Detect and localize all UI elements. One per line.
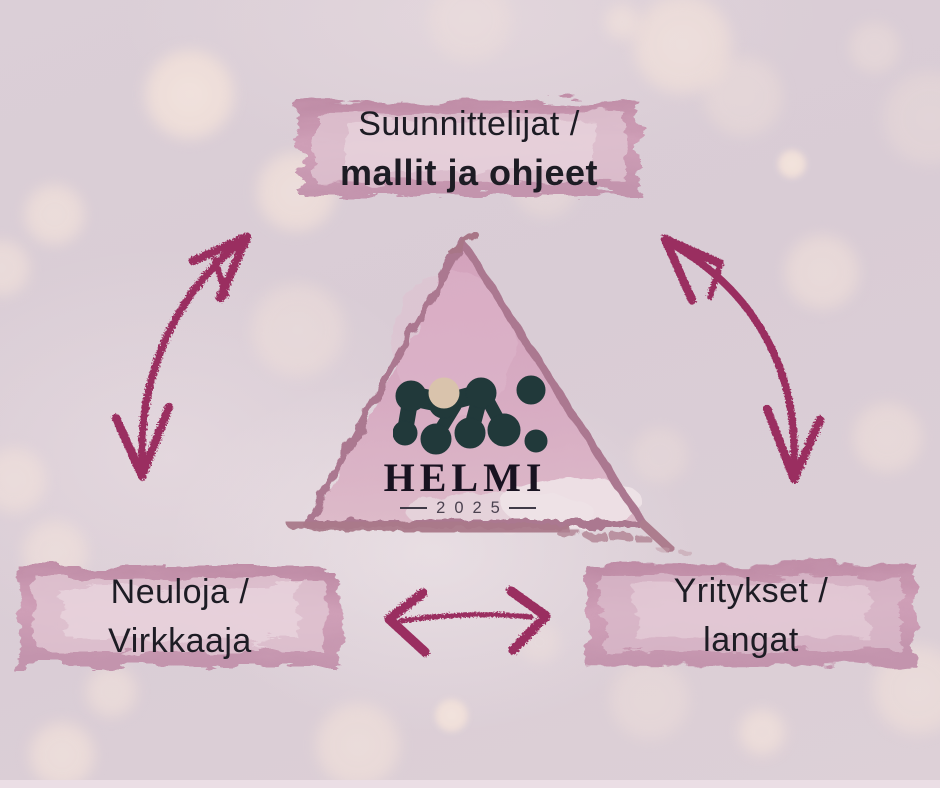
bokeh-light (0, 238, 32, 298)
year-dash-left (400, 506, 428, 510)
bokeh-light (313, 700, 403, 788)
cycle-arrow-left-icon (111, 232, 252, 481)
node-designers-line1: Suunnittelijat / (358, 105, 580, 143)
node-designers-line2: mallit ja ohjeet (339, 152, 599, 193)
bokeh-light (27, 720, 97, 788)
watercolor-brush (19, 566, 341, 666)
bokeh-light (434, 698, 469, 733)
exchange-arrow-bottom-icon (384, 586, 551, 657)
bokeh-light (142, 47, 237, 142)
bokeh-light (880, 68, 940, 168)
bokeh-light (517, 620, 562, 665)
bokeh-light (22, 182, 87, 247)
node-designers: Suunnittelijat / mallit ja ohjeet (283, 88, 655, 210)
bokeh-light (777, 149, 807, 179)
helmi-logo-pearl-wave-icon (393, 375, 548, 455)
node-knitters-line1: Neuloja / (110, 573, 250, 611)
bokeh-light (603, 3, 641, 41)
bokeh-light (630, 0, 735, 97)
node-companies-line2: langat (703, 621, 799, 659)
watercolor-brush (299, 101, 639, 195)
watercolor-brush (585, 564, 917, 666)
bokeh-light (0, 445, 49, 515)
brand-wordmark: HELMI (383, 455, 547, 500)
bottom-strip (0, 780, 940, 788)
bokeh-light (850, 400, 925, 475)
node-knitters-line2: Virkkaaja (108, 622, 252, 660)
pearl-dot (428, 377, 460, 409)
node-knitters: Neuloja / Virkkaaja (4, 552, 356, 682)
bokeh-light (782, 232, 862, 312)
bokeh-light (737, 707, 787, 757)
bokeh-light (425, 0, 515, 65)
node-companies: Yritykset / langat (570, 550, 932, 682)
node-companies-line1: Yritykset / (673, 572, 829, 610)
brand-year-row: 2025 (372, 499, 564, 517)
bokeh-light (847, 20, 902, 75)
year-dash-right (508, 506, 536, 510)
bokeh-light (701, 54, 786, 139)
brand-year: 2025 (436, 498, 509, 517)
